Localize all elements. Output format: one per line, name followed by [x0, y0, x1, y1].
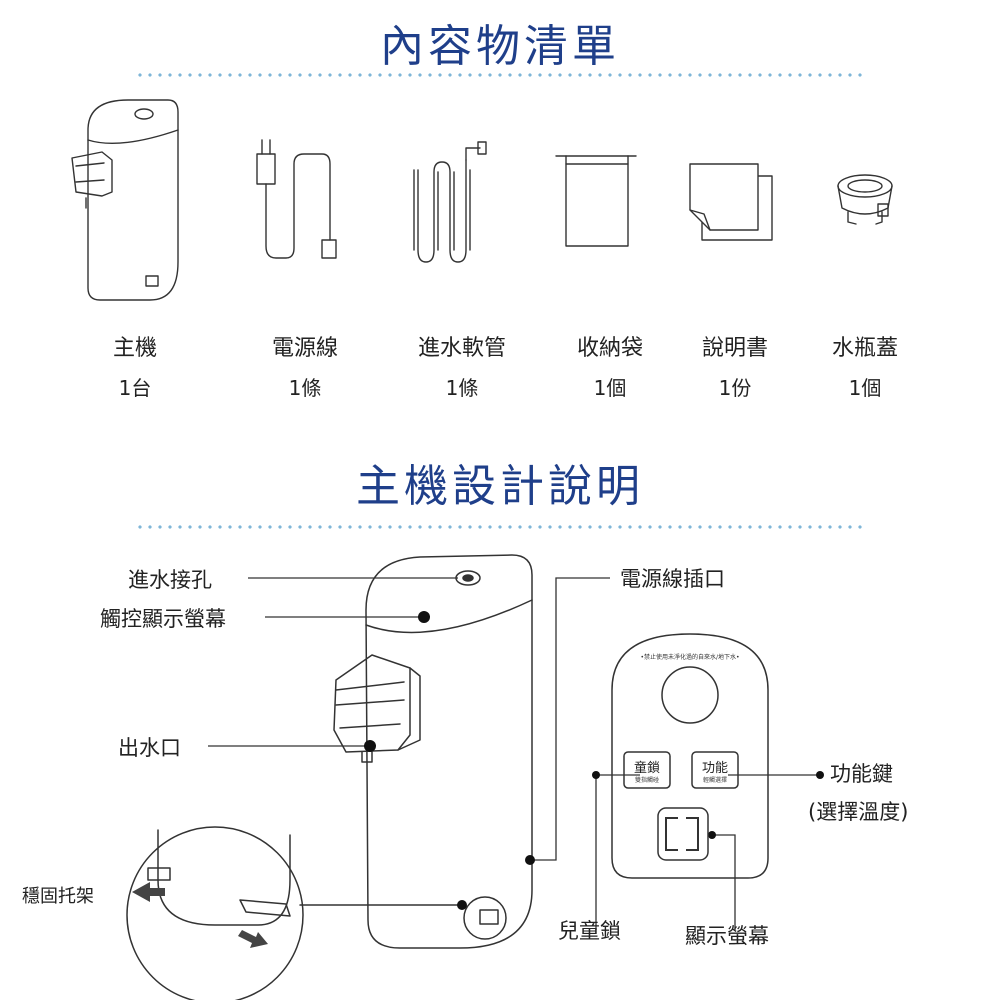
control-panel: [611, 633, 769, 879]
function-button-label[interactable]: 功能: [701, 761, 728, 776]
item-qty-main-unit: 1台: [118, 376, 152, 400]
item-qty-manual: 1份: [718, 376, 752, 400]
callout-water-inlet: 進水接孔: [128, 568, 212, 592]
bottle-cap-icon: [837, 174, 893, 225]
power-cord-icon: [256, 139, 337, 259]
callout-power-port: 電源線插口: [620, 567, 725, 591]
main-unit-icon: [71, 99, 179, 301]
item-name-manual: 說明書: [701, 336, 768, 361]
callout-stand: 穩固托架: [22, 886, 94, 907]
unit-body: [365, 554, 533, 949]
callout-child-lock: 兒童鎖: [558, 919, 621, 943]
storage-bag-icon: [555, 155, 637, 247]
child-lock-button-label[interactable]: 童鎖: [633, 761, 660, 776]
callout-display: 顯示螢幕: [685, 924, 769, 948]
item-qty-inlet-hose: 1條: [445, 376, 479, 400]
item-qty-storage-bag: 1個: [593, 376, 627, 400]
callout-outlet: 出水口: [118, 736, 181, 760]
item-name-bottle-cap: 水瓶蓋: [831, 336, 898, 361]
item-name-power-cord: 電源線: [271, 336, 338, 361]
item-qty-bottle-cap: 1個: [848, 376, 882, 400]
child-lock-button-sub: 雙指觸碰: [634, 777, 659, 784]
item-qty-power-cord: 1條: [288, 376, 322, 400]
callout-touch-screen: 觸控顯示螢幕: [100, 607, 226, 631]
callout-function-key: 功能鍵: [830, 762, 893, 786]
item-name-main-unit: 主機: [112, 336, 157, 361]
item-name-inlet-hose: 進水軟管: [417, 336, 506, 361]
dotted-divider-2: [135, 525, 865, 529]
section-title-contents: 內容物清單: [380, 21, 620, 72]
panel-warning-text: •禁止使用未淨化過的自來水/地下水•: [640, 654, 740, 661]
section-title-design: 主機設計說明: [356, 461, 644, 512]
zoom-detail-circle: [126, 826, 304, 1000]
item-name-storage-bag: 收納袋: [576, 336, 643, 361]
callout-function-key-sub: (選擇溫度): [808, 800, 909, 824]
dotted-divider: [135, 73, 865, 77]
manual-icon: [689, 163, 773, 241]
outlet-module: [333, 654, 411, 753]
function-button-sub: 輕觸選擇: [702, 777, 727, 784]
inlet-hose-icon: [413, 141, 487, 263]
